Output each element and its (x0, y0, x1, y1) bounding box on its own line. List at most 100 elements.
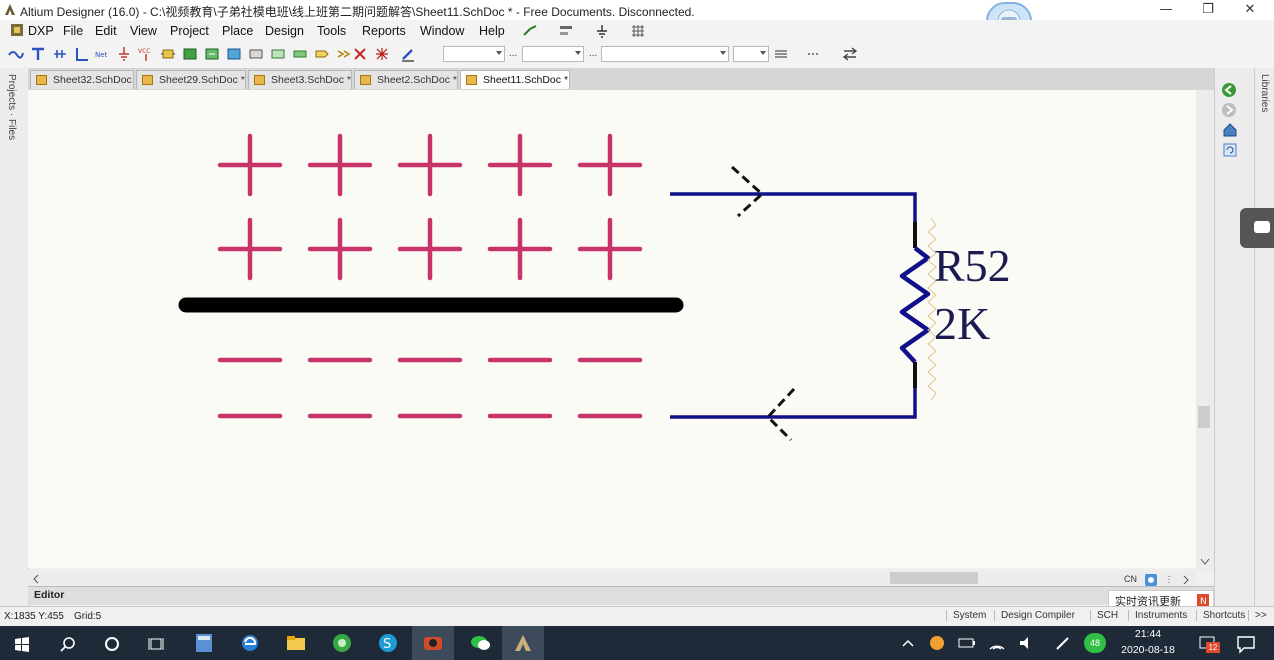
resistor-value[interactable]: 2K (934, 298, 991, 349)
tab-sheet32[interactable]: Sheet32.SchDoc (30, 70, 134, 89)
power-port-icon[interactable]: VCC (138, 46, 154, 62)
menu-help[interactable]: Help (479, 24, 505, 38)
shortcuts-button[interactable]: Shortcuts (1196, 610, 1245, 621)
action-center-icon[interactable] (1236, 634, 1256, 654)
vertical-scrollbar[interactable] (1196, 90, 1214, 570)
more-panels-button[interactable]: >> (1248, 610, 1267, 621)
libraries-panel-label[interactable]: Libraries (1259, 74, 1270, 113)
system-panel-button[interactable]: System (946, 610, 986, 621)
menu-place[interactable]: Place (222, 24, 254, 38)
ground-port-icon[interactable] (116, 46, 132, 62)
ime-dots-icon[interactable] (1164, 575, 1174, 585)
pen-icon[interactable] (1054, 635, 1072, 651)
tab-sheet3[interactable]: Sheet3.SchDoc * (248, 70, 352, 89)
line-width-icon[interactable] (773, 46, 789, 62)
sch-panel-button[interactable]: SCH (1090, 610, 1118, 621)
maximize-button[interactable]: ❐ (1202, 2, 1214, 17)
libraries-panel[interactable]: Libraries (1254, 68, 1274, 608)
file-explorer-icon[interactable] (286, 633, 306, 653)
menu-dxp[interactable]: DXP (28, 24, 54, 38)
size-combo[interactable] (522, 46, 584, 62)
menu-reports[interactable]: Reports (362, 24, 406, 38)
menu-project[interactable]: Project (170, 24, 209, 38)
off-sheet-connector-icon[interactable] (336, 46, 352, 62)
menu-view[interactable]: View (130, 24, 157, 38)
scroll-down-icon[interactable] (1200, 558, 1210, 566)
forward-icon[interactable] (1221, 102, 1237, 118)
clock-date[interactable]: 2020-08-18 (1121, 644, 1175, 656)
ground-icon[interactable] (594, 23, 610, 39)
width-combo[interactable] (733, 46, 769, 62)
tray-app-icon[interactable] (928, 634, 946, 652)
schematic-canvas[interactable]: R52 2K (28, 90, 1196, 568)
sheet-symbol-icon[interactable] (182, 46, 198, 62)
bus-icon[interactable] (30, 46, 46, 62)
bus-entry-icon[interactable] (52, 46, 68, 62)
wire-icon[interactable] (8, 46, 24, 62)
calculator-icon[interactable] (194, 633, 214, 653)
back-icon[interactable] (1221, 82, 1237, 98)
scroll-right-icon[interactable] (1182, 575, 1190, 585)
volume-icon[interactable] (1018, 635, 1036, 651)
search-icon[interactable] (60, 636, 76, 652)
wechat-icon[interactable] (470, 633, 492, 653)
arrange-icon[interactable] (842, 46, 858, 62)
sheet-entry-icon[interactable] (204, 46, 220, 62)
projects-panel-label[interactable]: Projects · Files (6, 74, 17, 141)
horizontal-scrollbar[interactable] (28, 570, 1196, 586)
grid-icon[interactable] (630, 23, 646, 39)
port-icon[interactable] (314, 46, 330, 62)
task-view-icon[interactable] (148, 636, 166, 652)
menu-edit[interactable]: Edit (95, 24, 117, 38)
harness-connector-icon[interactable] (248, 46, 264, 62)
menu-tools[interactable]: Tools (317, 24, 347, 38)
close-button[interactable]: ✕ (1244, 2, 1256, 17)
tray-badge[interactable]: 48 (1084, 633, 1106, 653)
network-icon[interactable] (988, 635, 1006, 651)
menu-file[interactable]: File (63, 24, 84, 38)
resistor-r52[interactable] (899, 217, 937, 401)
refresh-icon[interactable] (1222, 142, 1238, 158)
windows-start-icon[interactable] (14, 636, 30, 652)
tab-sheet2[interactable]: Sheet2.SchDoc * (354, 70, 458, 89)
net-icon[interactable]: Net (94, 46, 110, 62)
horizontal-scroll-thumb[interactable] (890, 572, 978, 584)
side-float-tab[interactable] (1240, 208, 1274, 248)
instruments-button[interactable]: Instruments (1128, 610, 1187, 621)
projects-files-panel[interactable]: Projects · Files (0, 68, 29, 608)
sogou-icon[interactable]: S (378, 633, 398, 653)
device-sheet-icon[interactable] (226, 46, 242, 62)
menu-design[interactable]: Design (265, 24, 304, 38)
minimize-button[interactable]: — (1159, 2, 1173, 17)
font-combo[interactable] (443, 46, 505, 62)
tray-expand-icon[interactable] (902, 638, 914, 648)
compile-mask-icon[interactable] (374, 46, 390, 62)
green-app-icon[interactable] (332, 633, 352, 653)
wire-top[interactable] (670, 192, 917, 222)
clock-time[interactable]: 21:44 (1134, 628, 1162, 640)
no-erc-icon[interactable] (352, 46, 368, 62)
wiring-tool-icon[interactable] (522, 23, 538, 39)
battery-icon[interactable] (958, 636, 976, 650)
taskbar-active-app[interactable] (412, 626, 454, 660)
tab-sheet29[interactable]: Sheet29.SchDoc * (136, 70, 246, 89)
scroll-left-icon[interactable] (32, 574, 40, 584)
news-notification[interactable]: 实时资讯更新 N (1108, 590, 1214, 610)
taskbar-altium-app[interactable] (502, 626, 544, 660)
style-combo[interactable] (601, 46, 729, 62)
line-style-icon[interactable] (806, 46, 822, 62)
menu-window[interactable]: Window (420, 24, 465, 38)
align-icon[interactable] (558, 23, 574, 39)
vertical-scroll-thumb[interactable] (1198, 406, 1210, 428)
part-icon[interactable] (160, 46, 176, 62)
wire-bottom[interactable] (670, 388, 917, 419)
design-compiler-button[interactable]: Design Compiler (994, 610, 1075, 621)
cortana-icon[interactable] (104, 636, 120, 652)
home-icon[interactable] (1222, 122, 1238, 138)
input-cn-label[interactable]: CN (1124, 574, 1137, 584)
net-label-icon[interactable] (74, 46, 90, 62)
ime-settings-icon[interactable] (1144, 573, 1158, 587)
tab-sheet11[interactable]: Sheet11.SchDoc * (460, 70, 570, 89)
resistor-designator[interactable]: R52 (934, 240, 1011, 291)
signal-harness-icon[interactable] (292, 46, 308, 62)
